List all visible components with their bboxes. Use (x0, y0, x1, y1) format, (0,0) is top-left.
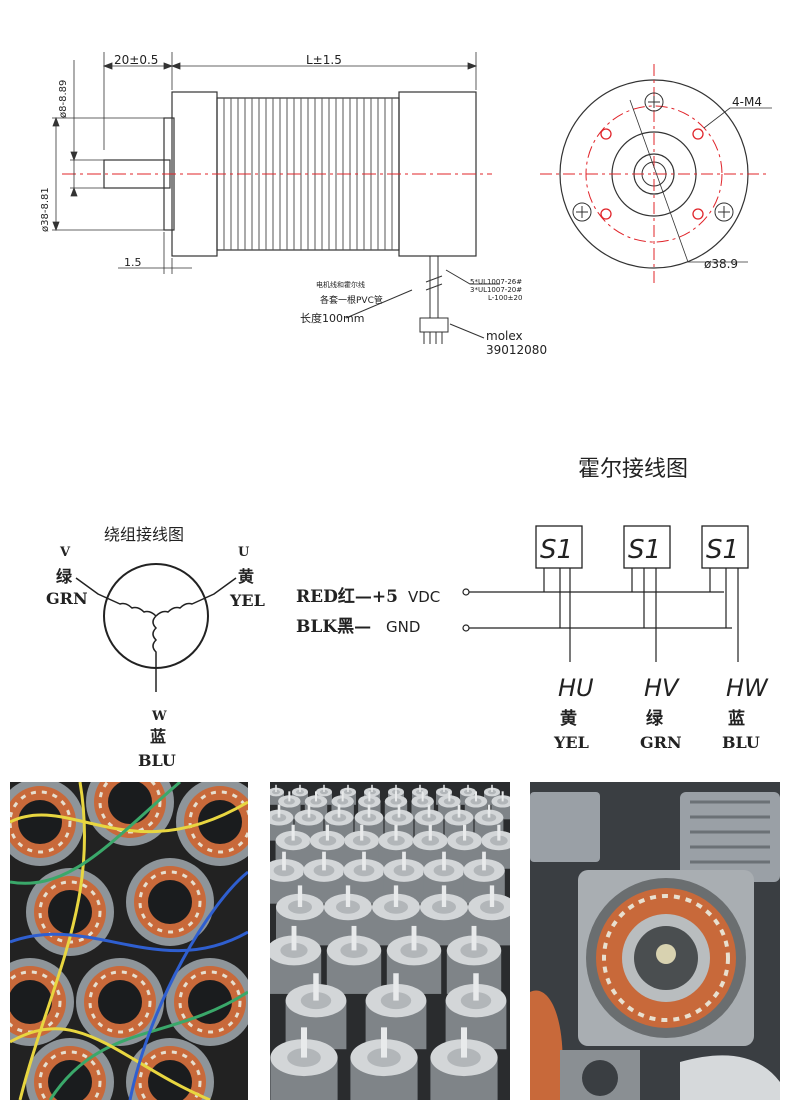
dim-step: 1.5 (124, 256, 142, 269)
dim-front: 20±0.5 (114, 53, 158, 67)
winding-title: 绕组接线图 (104, 525, 184, 544)
wire-spec-3: L-100±20 (488, 294, 522, 302)
phase-w-en: BLU (138, 751, 176, 770)
phase-w-cn: 蓝 (150, 727, 166, 746)
phase-u-letter: U (238, 545, 250, 560)
wire-spec-2: 3*UL1007-20# (470, 286, 522, 294)
blk-unit: GND (386, 618, 420, 636)
phase-u-cn: 黄 (238, 567, 254, 586)
phase-v-cn: 绿 (56, 567, 73, 586)
hall-output-en: YEL (553, 733, 589, 752)
hall-output-cn: 绿 (646, 708, 664, 729)
sensor-label: S1 (628, 535, 661, 565)
dim-length: L±1.5 (306, 53, 342, 67)
phase-v-en: GRN (46, 589, 88, 608)
photo-motor-internal (530, 782, 780, 1100)
dim-pcd: ø38.9 (704, 257, 738, 271)
dim-pilot-dia: ø38-8.81 (40, 187, 51, 232)
photo-motor-rows (270, 782, 510, 1100)
blk-label: BLK黑— (296, 617, 371, 637)
motor-end-view (540, 64, 772, 284)
hall-output-name: HW (726, 674, 769, 702)
connector-1: molex (486, 329, 523, 343)
sensor-label: S1 (706, 535, 739, 565)
phase-w-letter: W (151, 709, 167, 724)
hall-output-en: BLU (722, 733, 760, 752)
hall-title: 霍尔接线图 (578, 457, 688, 482)
phase-v-letter: V (59, 545, 71, 560)
motor-technical-drawing: 20±0.5 L±1.5 1.5 ø8-8.89 ø38-8.81 电机线和霍尔… (40, 52, 772, 357)
red-unit: VDC (408, 588, 440, 606)
hall-output-name: HV (644, 674, 680, 702)
cable-note-2: 各套一根PVC管 (320, 294, 383, 306)
hall-output-name: HU (558, 674, 594, 702)
cable-note-1: 电机线和霍尔线 (316, 280, 365, 289)
connector-2: 39012080 (486, 343, 547, 357)
hall-output-en: GRN (640, 733, 682, 752)
sensor-label: S1 (540, 535, 573, 565)
hall-output-cn: 蓝 (728, 709, 745, 729)
photo-stator-windings (10, 782, 248, 1100)
red-label: RED红—+5 (296, 586, 398, 607)
cable-note-3: 长度100mm (300, 311, 364, 325)
wire-spec-1: 5*UL1007-26# (470, 278, 522, 286)
phase-u-en: YEL (229, 591, 265, 610)
dim-shaft-dia: ø8-8.89 (58, 80, 69, 118)
dim-bolts: 4-M4 (732, 95, 762, 109)
hall-output-cn: 黄 (560, 708, 577, 729)
winding-diagram: 绕组接线图 V 绿 GRN U 黄 YEL W 蓝 BLU 霍尔接线图 RED红… (46, 457, 769, 770)
